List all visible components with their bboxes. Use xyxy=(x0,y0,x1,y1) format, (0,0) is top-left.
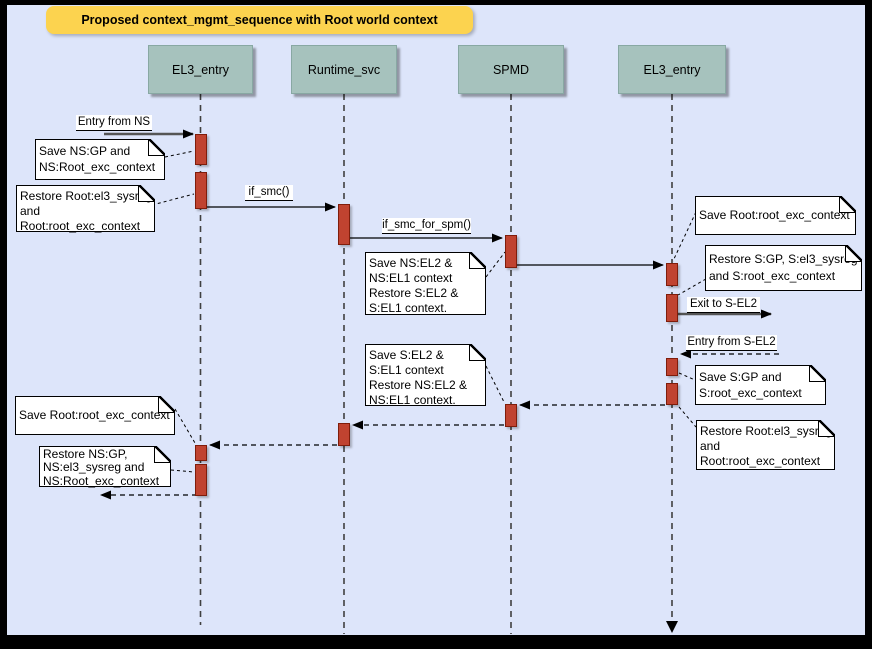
activation-bar xyxy=(505,404,517,427)
lifeline-header-el3-entry-2: EL3_entry xyxy=(618,45,726,94)
note-save-ns-gp: Save NS:GP and NS:Root_exc_context xyxy=(35,139,165,180)
activation-bar xyxy=(195,464,207,496)
activation-bar xyxy=(195,445,207,461)
activation-bar xyxy=(505,235,517,268)
note-restore-root-el3-sysreg: Restore Root:el3_sysreg and Root:root_ex… xyxy=(16,185,155,233)
activation-bar xyxy=(666,263,678,286)
note-connector xyxy=(151,193,195,206)
lifeline-header-runtime-svc: Runtime_svc xyxy=(291,45,397,94)
activation-bar xyxy=(338,423,350,446)
activation-bar xyxy=(195,172,207,209)
note-restore-ns-gp: Restore NS:GP, NS:el3_sysreg and NS:Root… xyxy=(39,446,171,487)
note-connector xyxy=(485,365,505,403)
lifeline-header-spmd: SPMD xyxy=(458,45,564,94)
note-connector xyxy=(170,469,195,473)
note-connector xyxy=(678,406,697,428)
message-label-if-smc: if_smc() xyxy=(245,185,293,201)
message-label-exit-to-sel2: Exit to S-EL2 xyxy=(687,297,760,313)
activation-bar xyxy=(338,204,350,245)
note-restore-s-gp: Restore S:GP, S:el3_sysreg and S:root_ex… xyxy=(705,245,862,291)
activation-bar xyxy=(666,294,678,322)
note-save-root-exc-context-top: Save Root:root_exc_context xyxy=(695,196,856,235)
note-connector xyxy=(164,150,195,158)
activation-bar xyxy=(666,358,678,376)
note-connector xyxy=(677,278,707,296)
note-save-ns-el2-restore-s-el2: Save NS:EL2 & NS:EL1 context Restore S:E… xyxy=(365,252,486,315)
note-save-s-el2-restore-ns-el2: Save S:EL2 & S:EL1 context Restore NS:EL… xyxy=(365,344,486,407)
message-label-entry-from-sel2: Entry from S-EL2 xyxy=(686,335,777,351)
activation-bar xyxy=(195,134,207,165)
note-connector xyxy=(678,372,696,381)
note-save-root-exc-context-bottom: Save Root:root_exc_context xyxy=(15,396,175,435)
note-restore-root-el3-sysreg-2: Restore Root:el3_sysreg and Root:root_ex… xyxy=(696,420,835,470)
note-connector xyxy=(174,408,196,444)
lifeline-end-arrow-icon xyxy=(666,621,678,633)
message-label-if-smc-for-spm: if_smc_for_spm() xyxy=(382,218,471,234)
lifeline-header-el3-entry: EL3_entry xyxy=(148,45,253,94)
note-connector xyxy=(672,211,697,262)
diagram-title: Proposed context_mgmt_sequence with Root… xyxy=(46,6,473,34)
diagram-canvas xyxy=(7,5,865,635)
activation-bar xyxy=(666,383,678,405)
note-connector xyxy=(485,251,506,278)
note-save-s-gp: Save S:GP and S:root_exc_context xyxy=(695,365,826,405)
message-label-entry-from-ns: Entry from NS xyxy=(76,115,152,131)
